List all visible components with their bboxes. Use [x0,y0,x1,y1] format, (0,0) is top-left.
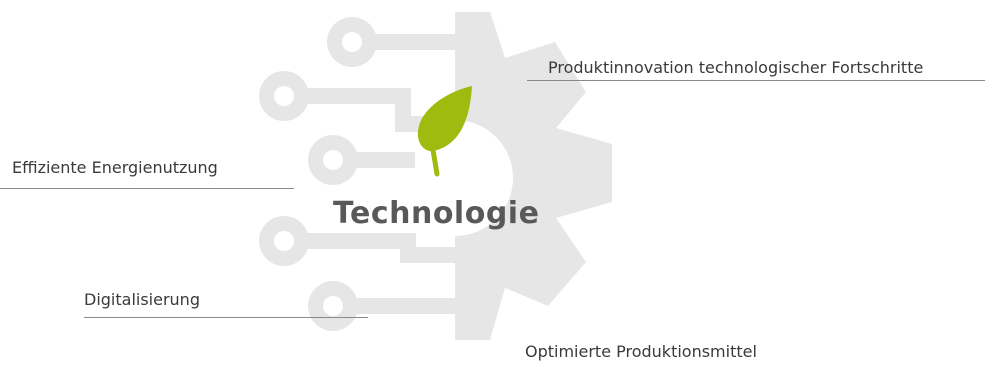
underline-produktinnovation [527,80,985,81]
center-title: Technologie [333,196,540,231]
label-digitalisierung: Digitalisierung [84,290,200,309]
underline-digitalisierung [84,317,368,318]
label-produktionsmittel: Optimierte Produktionsmittel [525,342,757,361]
leaf-icon [417,86,472,177]
underline-energienutzung [0,188,294,189]
gear-circuit-icon [259,12,612,340]
label-produktinnovation: Produktinnovation technologischer Fortsc… [548,58,924,77]
label-energienutzung: Effiziente Energienutzung [12,158,218,177]
